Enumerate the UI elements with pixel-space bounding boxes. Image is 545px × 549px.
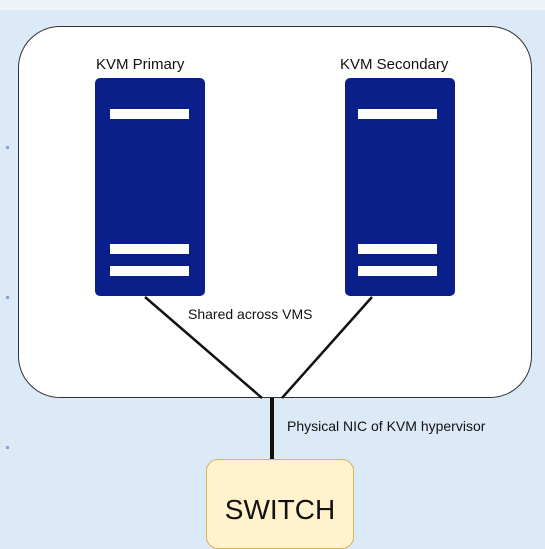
server-slot <box>358 244 437 254</box>
switch-label: SWITCH <box>224 494 336 525</box>
server-label-secondary: KVM Secondary <box>340 56 449 73</box>
server-slot <box>358 266 437 276</box>
link-primary <box>144 296 263 399</box>
edge-marker <box>6 296 9 299</box>
nic-label: Physical NIC of KVM hypervisor <box>287 418 486 434</box>
switch-node[interactable]: SWITCH <box>206 459 354 549</box>
server-slot <box>110 109 189 119</box>
shared-label: Shared across VMS <box>188 306 313 322</box>
server-label-primary: KVM Primary <box>96 56 185 73</box>
server-slot <box>358 109 437 119</box>
link-secondary <box>281 296 373 399</box>
server-primary[interactable] <box>95 78 205 296</box>
edge-marker <box>6 146 9 149</box>
edge-marker <box>6 446 9 449</box>
top-strip <box>0 0 545 10</box>
server-secondary[interactable] <box>345 78 455 296</box>
server-slot <box>110 244 189 254</box>
server-slot <box>110 266 189 276</box>
